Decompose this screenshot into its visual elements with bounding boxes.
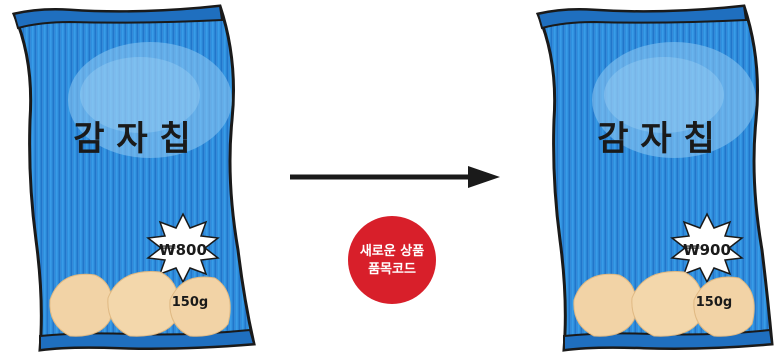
badge-line-1: 새로운 상품 bbox=[360, 243, 424, 259]
bag-highlight-inner bbox=[604, 57, 724, 133]
bag-highlight bbox=[592, 42, 756, 158]
bag-highlight bbox=[68, 42, 232, 158]
price-starburst bbox=[670, 212, 744, 284]
change-arrow bbox=[290, 166, 500, 188]
chip-bag-before: 감 자 칩 ₩800 150g bbox=[11, 4, 256, 352]
product-name: 감 자 칩 bbox=[597, 119, 715, 159]
badge-line-2: 품목코드 bbox=[368, 262, 416, 277]
price-label: ₩900 bbox=[683, 241, 731, 259]
potato-chips-illustration bbox=[573, 271, 755, 337]
bag-highlight-inner bbox=[80, 57, 200, 133]
new-product-code-badge: 새로운 상품 품목코드 bbox=[348, 216, 436, 304]
product-name: 감 자 칩 bbox=[73, 119, 191, 159]
bag-top-seal bbox=[12, 4, 224, 30]
potato-chips-illustration bbox=[49, 271, 231, 337]
weight-label: 150g bbox=[172, 295, 208, 310]
chip-bag-after: 감 자 칩 ₩900 150g bbox=[535, 4, 774, 352]
weight-label: 150g bbox=[696, 295, 732, 310]
bag-top-seal bbox=[536, 4, 748, 30]
price-label: ₩800 bbox=[159, 241, 207, 259]
price-starburst bbox=[146, 212, 220, 284]
